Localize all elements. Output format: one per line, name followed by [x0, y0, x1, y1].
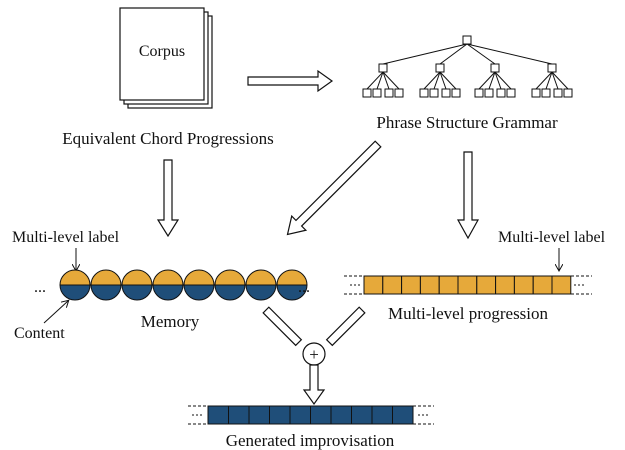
memory-cell: [90, 269, 122, 301]
tree-internal-node: [378, 63, 388, 73]
tree-leaf-node: [506, 88, 516, 98]
combiner-to-improvisation-arrow: [302, 364, 326, 406]
tree-leaf-node: [541, 88, 551, 98]
equivalent-chord-progressions-label: Equivalent Chord Progressions: [62, 129, 274, 148]
progression-cell: [551, 275, 572, 295]
improvisation-cell: [228, 405, 250, 425]
tree-leaf-node: [429, 88, 439, 98]
improvisation-cell: [248, 405, 270, 425]
progression-cell: [476, 275, 497, 295]
memory-cell: [245, 269, 277, 301]
content-pointer: [43, 301, 68, 324]
phrase-structure-tree-icon: [362, 35, 573, 98]
grammar-to-memory-arrow: [286, 140, 382, 236]
progression-cell: [363, 275, 384, 295]
tree-leaf-node: [394, 88, 404, 98]
memory-to-combiner-arrow: [262, 306, 303, 347]
improvisation-left-cap: [188, 405, 208, 425]
progression-cell: [532, 275, 553, 295]
progression-left-cap: [344, 275, 364, 295]
tree-internal-node: [547, 63, 557, 73]
tree-leaf-node: [362, 88, 372, 98]
corpus-document-stack-icon: [119, 7, 213, 109]
tree-leaf-node: [563, 88, 573, 98]
improvisation-cell-row: [207, 405, 414, 425]
improvisation-cell: [351, 405, 373, 425]
memory-label: Memory: [141, 312, 200, 331]
corpus-to-memory-arrow: [156, 159, 180, 238]
multi-level-label-right: Multi-level label: [498, 229, 606, 246]
memory-cell: [183, 269, 215, 301]
tree-internal-node: [490, 63, 500, 73]
memory-cell: [59, 269, 91, 301]
tree-leaf-node: [531, 88, 541, 98]
corpus-to-grammar-arrow: [247, 69, 334, 93]
tree-internal-node: [435, 63, 445, 73]
multi-level-label-left: Multi-level label: [12, 229, 120, 246]
improvisation-cell: [289, 405, 311, 425]
memory-cell: [152, 269, 184, 301]
progression-cell: [457, 275, 478, 295]
tree-leaf-node: [384, 88, 394, 98]
memory-cell: [214, 269, 246, 301]
improvisation-cell: [330, 405, 352, 425]
progression-right-cap: [571, 275, 592, 295]
plus-symbol: +: [309, 345, 319, 364]
tree-root-node: [462, 35, 472, 45]
memory-cell: [276, 269, 308, 301]
memory-cell-row: [59, 269, 308, 301]
progression-to-combiner-arrow: [325, 306, 366, 347]
memory-cell: [121, 269, 153, 301]
improvisation-cell: [269, 405, 291, 425]
memory-ellipsis-right: ...: [298, 279, 310, 296]
tree-leaf-node: [451, 88, 461, 98]
improvisation-cell: [371, 405, 393, 425]
tree-leaf-node: [372, 88, 382, 98]
progression-cell: [382, 275, 403, 295]
multi-level-progression-label: Multi-level progression: [388, 304, 549, 323]
tree-leaf-node: [496, 88, 506, 98]
memory-ellipsis-left: ...: [34, 279, 46, 296]
corpus-label: Corpus: [139, 43, 185, 60]
progression-cell: [513, 275, 534, 295]
improvisation-cell: [392, 405, 414, 425]
progression-cell: [401, 275, 421, 295]
progression-cell: [438, 275, 459, 295]
tree-leaf-node: [474, 88, 484, 98]
grammar-to-progression-arrow: [456, 151, 480, 240]
tree-leaf-node: [419, 88, 429, 98]
tree-leaf-node: [484, 88, 494, 98]
content-label: Content: [14, 325, 65, 342]
phrase-structure-grammar-label: Phrase Structure Grammar: [376, 113, 558, 132]
tree-leaf-node: [553, 88, 563, 98]
generated-improvisation-label: Generated improvisation: [226, 431, 395, 450]
tree-leaf-node: [441, 88, 451, 98]
progression-cell-row: [363, 275, 572, 295]
progression-cell: [419, 275, 440, 295]
improvisation-cell: [310, 405, 332, 425]
improvisation-right-cap: [413, 405, 434, 425]
progression-cell: [495, 275, 515, 295]
improvisation-cell: [207, 405, 229, 425]
